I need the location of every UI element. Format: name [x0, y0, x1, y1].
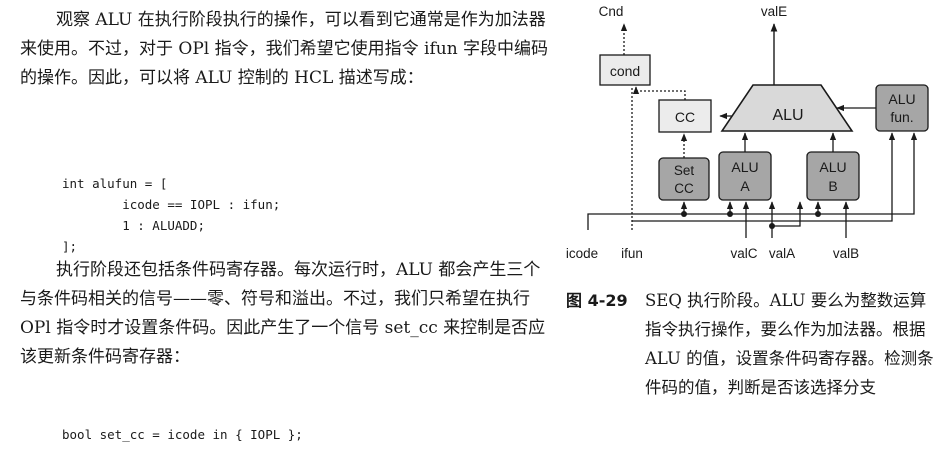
junction-dot	[681, 211, 687, 217]
cc-to-cond-wire	[632, 86, 686, 100]
icode-label: icode	[566, 246, 598, 261]
paragraph-alu-control: 观察 ALU 在执行阶段执行的操作，可以看到它通常是作为加法器来使用。不过，对于…	[20, 10, 549, 88]
figure-caption-label: 图 4-29	[566, 291, 628, 310]
icode-bus	[587, 132, 918, 230]
alu-a-label-1: ALU	[731, 159, 758, 175]
alu-label: ALU	[772, 107, 803, 124]
junction-dot	[769, 223, 775, 229]
cc-label: CC	[675, 109, 695, 125]
vala-label: valA	[769, 246, 795, 261]
vala-to-alub-wire	[772, 201, 804, 227]
set-cc-label-1: Set	[674, 163, 695, 178]
seq-execute-stage-figure: Cnd valE cond CC ALU ALU fun. Set CC ALU…	[566, 4, 929, 261]
figure-caption-text: SEQ 执行阶段。ALU 要么为整数运算指令执行操作，要么作为加法器。根据 AL…	[645, 291, 934, 397]
alu-b-label-1: ALU	[819, 159, 846, 175]
cond-label: cond	[610, 63, 640, 79]
code-line: icode == IOPL : ifun;	[62, 197, 281, 212]
alu-b-label-2: B	[828, 178, 837, 194]
ifun-label: ifun	[621, 246, 643, 261]
valb-label: valB	[833, 246, 859, 261]
valc-label: valC	[730, 246, 757, 261]
ifun-to-alufun-wire	[632, 132, 896, 222]
paragraph-condition-codes: 执行阶段还包括条件码寄存器。每次运行时，ALU 都会产生三个与条件码相关的信号—…	[20, 260, 546, 367]
code-line-set-cc: bool set_cc = icode in { IOPL };	[62, 427, 303, 442]
cond-box	[599, 54, 651, 86]
junction-dot	[815, 211, 821, 217]
alu-fun-label-1: ALU	[888, 91, 915, 107]
vale-label: valE	[761, 4, 787, 19]
junction-dot	[727, 211, 733, 217]
cnd-label: Cnd	[599, 4, 624, 19]
code-block-alufun: int alufun = [ icode == IOPL : ifun; 1 :…	[62, 152, 280, 257]
set-cc-label-2: CC	[674, 181, 694, 196]
code-line: int alufun = [	[62, 176, 168, 191]
alu-unit	[720, 84, 854, 132]
code-line: 1 : ALUADD;	[62, 218, 205, 233]
alu-fun-label-2: fun.	[890, 109, 913, 125]
code-line: ];	[62, 239, 78, 254]
alu-a-label-2: A	[740, 178, 750, 194]
